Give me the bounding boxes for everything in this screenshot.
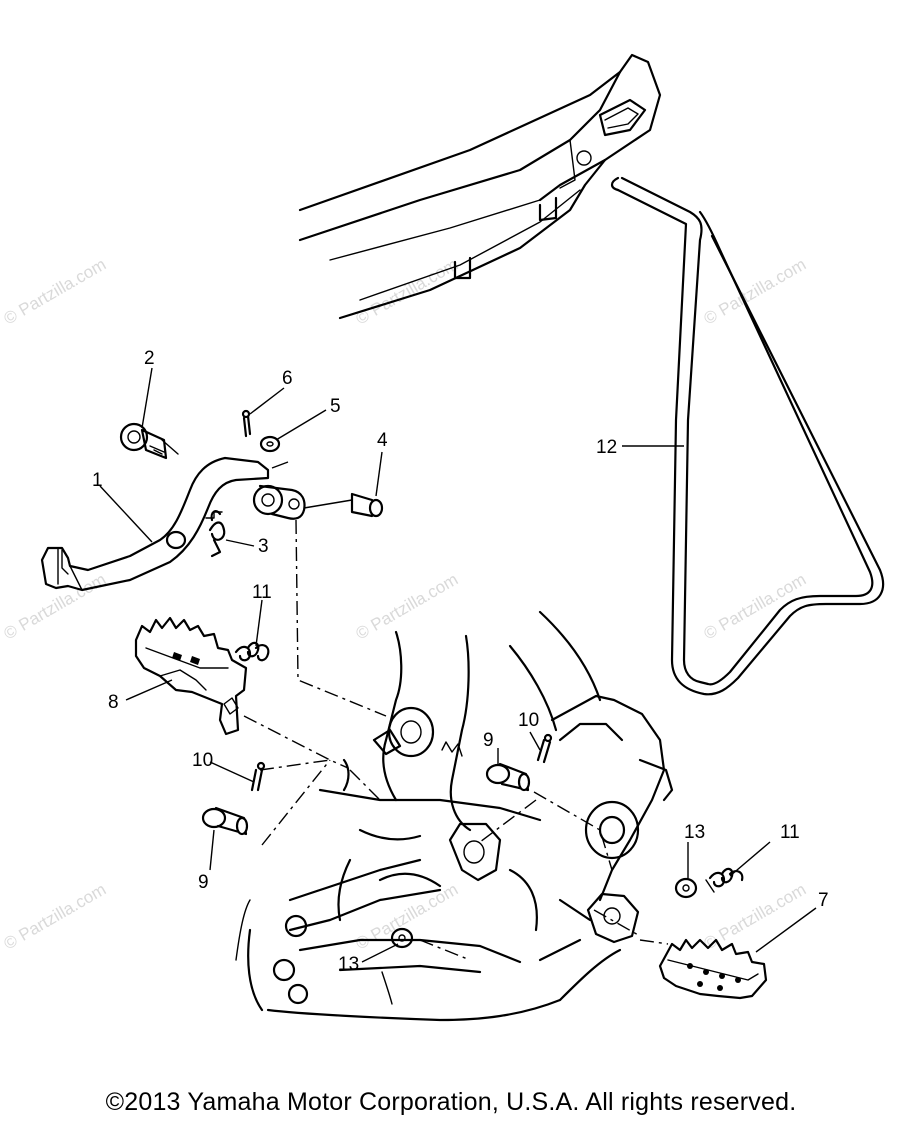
callout-12: 12 (596, 437, 617, 458)
leader-lines (99, 367, 817, 963)
callout-1: 1 (92, 470, 103, 491)
spring-left (234, 641, 270, 662)
callout-2: 2 (144, 348, 155, 369)
pedal-arm (40, 456, 306, 592)
frame-upper (298, 53, 662, 320)
callout-6: 6 (282, 368, 293, 389)
watermark: © Partzilla.com (1, 255, 110, 329)
footrest-right (658, 938, 768, 1000)
callout-13: 13 (684, 822, 705, 843)
callout-11: 11 (252, 582, 272, 603)
callout-10: 10 (518, 710, 539, 731)
watermark: © Partzilla.com (353, 570, 462, 644)
watermark: © Partzilla.com (1, 570, 110, 644)
frame-lower (235, 610, 674, 1022)
callout-4: 4 (377, 430, 388, 451)
copyright-notice: ©2013 Yamaha Motor Corporation, U.S.A. A… (105, 1088, 797, 1116)
pin-left (201, 806, 249, 836)
callout-13: 13 (338, 954, 359, 975)
callout-10: 10 (192, 750, 213, 771)
pivot-bolt (119, 422, 179, 460)
callout-5: 5 (330, 396, 341, 417)
cotter-right (536, 733, 553, 764)
clevis-pin (350, 492, 384, 518)
washer-lower (390, 927, 414, 949)
alignment-lines (243, 519, 669, 961)
callout-3: 3 (258, 536, 269, 557)
return-spring (205, 510, 226, 558)
watermark: © Partzilla.com (353, 255, 462, 329)
watermark: © Partzilla.com (701, 570, 810, 644)
callout-9: 9 (483, 730, 494, 751)
callouts: 1 2 3 4 5 6 7 8 9 9 10 10 11 11 12 13 13 (92, 348, 829, 975)
callout-7: 7 (818, 890, 829, 911)
washer-right (674, 877, 698, 899)
brace-bar (610, 176, 885, 696)
cotter-left (250, 761, 266, 792)
callout-9: 9 (198, 872, 209, 893)
callout-8: 8 (108, 692, 119, 713)
watermark: © Partzilla.com (1, 880, 110, 954)
callout-11: 11 (780, 822, 800, 843)
cotter-pin (241, 409, 252, 438)
footrest-left (134, 616, 248, 736)
pin-right (485, 762, 531, 792)
washer (259, 435, 281, 453)
watermark: © Partzilla.com (701, 255, 810, 329)
spring-right (705, 867, 744, 893)
